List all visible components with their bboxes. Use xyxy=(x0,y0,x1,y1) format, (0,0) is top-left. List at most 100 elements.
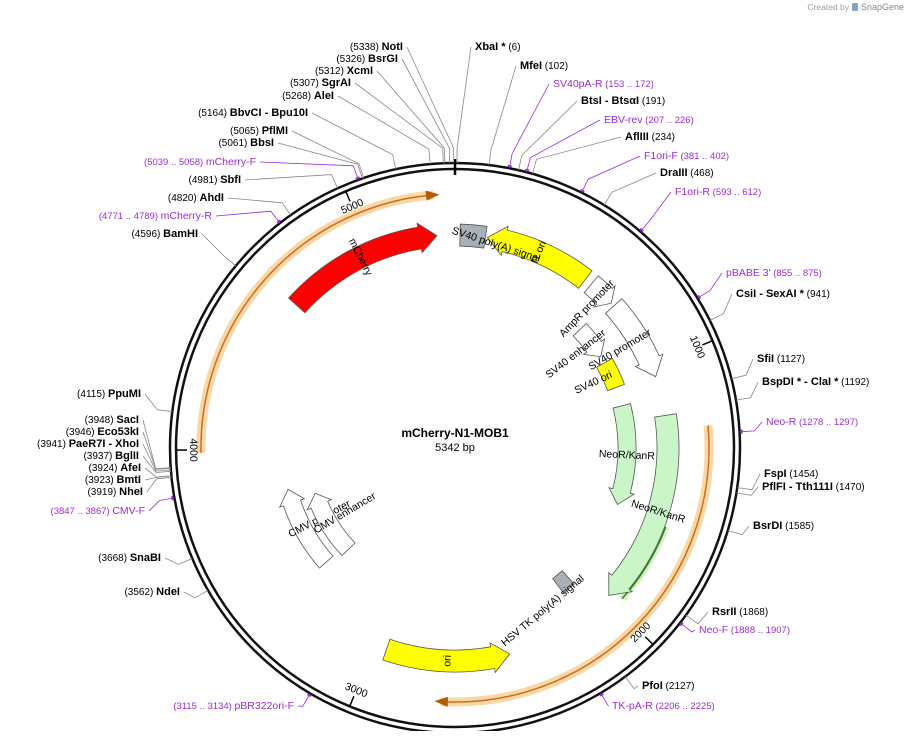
snapgene-logo xyxy=(852,3,858,11)
site-position: (3924) xyxy=(89,463,121,474)
site-position: (5268) xyxy=(282,91,314,102)
site-label: (3941) PaeR7I - XhoI xyxy=(37,438,139,450)
site-label: DraIII (468) xyxy=(660,167,714,179)
tick-label: 1000 xyxy=(687,334,707,360)
site-name: PflMI xyxy=(262,125,288,137)
primer-ebv-rev: EBV-rev (207 .. 226) xyxy=(604,114,694,126)
leader-line xyxy=(147,477,172,492)
primer-label: (5039 .. 5058) mCherry-F xyxy=(144,156,256,168)
site-name: NdeI xyxy=(156,586,180,598)
tick-mark xyxy=(645,637,653,645)
leader-line xyxy=(533,137,622,174)
site-position: (234) xyxy=(649,132,675,143)
site-label: (3946) Eco53kI xyxy=(66,426,139,438)
site-name: XbaI * xyxy=(475,41,506,53)
leader-line xyxy=(527,120,600,172)
site-label: BsrDI (1585) xyxy=(753,520,814,532)
site-label: (3562) NdeI xyxy=(124,586,180,598)
site-label: (5268) AleI xyxy=(282,90,334,102)
site-position: (3948) xyxy=(85,415,117,426)
leader-line xyxy=(260,162,358,180)
leader-line xyxy=(736,382,758,400)
plasmid-name: mCherry-N1-MOB1 xyxy=(401,426,509,440)
site-position: (4596) xyxy=(131,229,163,240)
site-label: (4596) BamHI xyxy=(131,228,198,240)
site-position: (3919) xyxy=(87,487,119,498)
leader-line xyxy=(245,175,338,189)
leader-line xyxy=(582,156,641,193)
tick-label: 3000 xyxy=(343,680,369,700)
site-name: SfiI xyxy=(757,353,774,365)
primer-label: Neo-R (1278 .. 1297) xyxy=(766,416,858,428)
site-sgrai: (5307) SgrAI xyxy=(290,77,351,89)
site-label: PflFI - Tth111I (1470) xyxy=(762,481,865,493)
site-btsi-bts-i: BtsI - BtsαI (191) xyxy=(581,95,665,107)
site-xcmi: (5312) XcmI xyxy=(315,65,373,77)
leader-line xyxy=(686,612,708,624)
site-name: CsiI - SexAI * xyxy=(736,288,805,300)
site-snabi: (3668) SnaBI xyxy=(98,552,161,564)
site-name: NheI xyxy=(119,486,143,498)
plasmid-length: 5342 bp xyxy=(435,442,475,454)
primer-label: F1ori-R (593 .. 612) xyxy=(675,186,761,198)
site-label: (4981) SbfI xyxy=(189,174,241,186)
primer-range: (4771 .. 4789) xyxy=(99,211,161,222)
primer-name: mCherry-F xyxy=(206,156,256,168)
site-position: (5307) xyxy=(290,78,322,89)
tick-label: 4000 xyxy=(187,438,199,462)
leader-line xyxy=(149,498,174,511)
primer-range: (2206 .. 2225) xyxy=(653,701,715,712)
leader-line xyxy=(509,84,549,168)
primer-label: Neo-F (1888 .. 1907) xyxy=(699,624,790,636)
primer-range: (3115 .. 3134) xyxy=(173,701,234,712)
leader-line xyxy=(145,394,172,412)
site-name: FspI xyxy=(764,468,787,480)
site-draiii: DraIII (468) xyxy=(660,167,714,179)
primer-label: SV40pA-R (153 .. 172) xyxy=(553,78,654,90)
site-position: (4115) xyxy=(77,389,108,400)
site-pflmi: (5065) PflMI xyxy=(230,125,288,137)
site-label: (3924) AfeI xyxy=(89,462,141,474)
primer-label: (3847 .. 3867) CMV-F xyxy=(51,505,145,517)
site-bglii: (3937) BglII xyxy=(83,450,139,462)
leader-line xyxy=(143,444,171,471)
site-label: (4115) PpuMI xyxy=(77,388,141,400)
leader-line xyxy=(312,113,396,169)
primer-name: CMV-F xyxy=(112,505,145,517)
primer-sv40pa-r: SV40pA-R (153 .. 172) xyxy=(553,78,654,90)
primer-name: EBV-rev xyxy=(604,114,643,126)
site-sfii: SfiI (1127) xyxy=(757,353,805,365)
site-label: SfiI (1127) xyxy=(757,353,805,365)
primer-name: pBABE 3' xyxy=(726,267,771,279)
site-noti: (5338) NotI xyxy=(350,41,403,53)
primer-name: SV40pA-R xyxy=(553,78,603,90)
primer-range: (5039 .. 5058) xyxy=(144,157,206,168)
leader-line xyxy=(216,211,280,223)
site-name: AleI xyxy=(314,90,334,102)
primer-marker xyxy=(356,177,360,178)
primer-label: EBV-rev (207 .. 226) xyxy=(604,114,694,126)
site-name: SacI xyxy=(116,414,139,426)
site-label: FspI (1454) xyxy=(764,468,818,480)
site-ndei: (3562) NdeI xyxy=(124,586,180,598)
site-label: (5307) SgrAI xyxy=(290,77,351,89)
primer-range: (1278 .. 1297) xyxy=(796,417,858,428)
site-name: BbvCI - Bpu10I xyxy=(230,107,308,119)
leader-line xyxy=(184,590,208,598)
site-name: SgrAI xyxy=(322,77,351,89)
site-name: XcmI xyxy=(347,65,373,77)
primer-marker xyxy=(172,496,173,500)
site-name: BmtI xyxy=(117,474,141,486)
site-label: MfeI (102) xyxy=(520,60,568,72)
site-pfoi: PfoI (2127) xyxy=(642,680,694,692)
leader-line xyxy=(728,526,749,535)
site-afei: (3924) AfeI xyxy=(89,462,141,474)
feature-label-hsv-tk-poly-a-signal: HSV TK poly(A) signal xyxy=(499,573,587,649)
tick-mark xyxy=(350,696,354,706)
site-position: (5065) xyxy=(230,126,262,137)
site-name: AfeI xyxy=(120,462,141,474)
primer-label: TK-pA-R (2206 .. 2225) xyxy=(612,700,715,712)
site-label: AflIII (234) xyxy=(625,131,675,143)
